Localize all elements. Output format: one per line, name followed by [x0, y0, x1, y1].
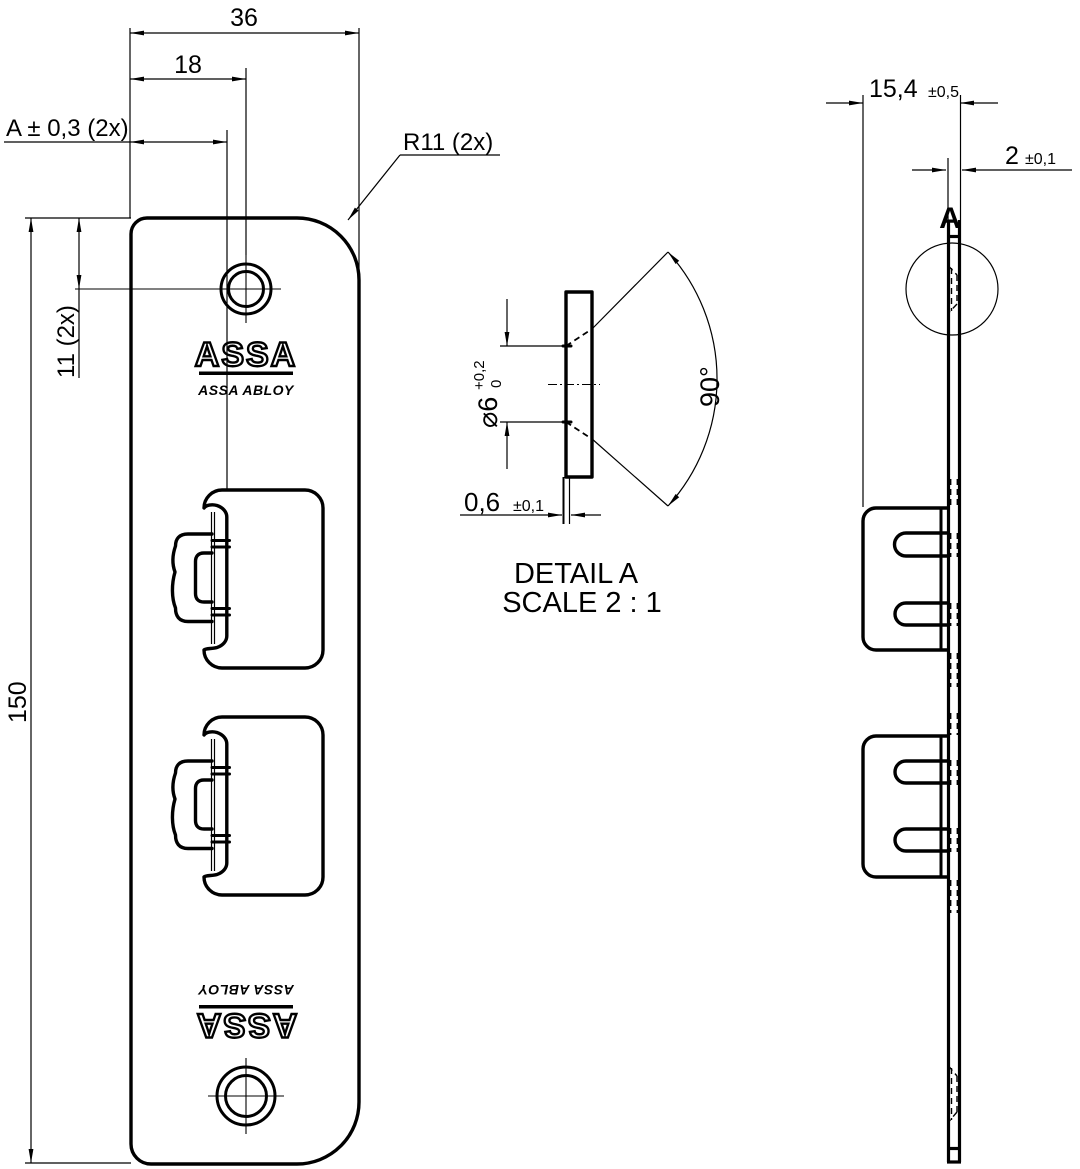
detail-scale: SCALE 2 : 1: [502, 587, 662, 619]
logo-underline-inverted: [199, 1005, 293, 1009]
dim-150-label: 150: [4, 681, 32, 723]
dimension-sheet-06: 0,6 ±0,1: [460, 487, 601, 518]
detail-callout: A: [905, 202, 999, 336]
detail-angle-90: 90°: [590, 251, 725, 507]
detail-marker-a: A: [939, 202, 961, 235]
screw-hole-bottom: [208, 1058, 284, 1134]
side-profile-strip: [946, 220, 962, 1164]
dimension-hole-edge-11: 11 (2x): [25, 217, 131, 378]
assa-logo-bottom: ASSA ASSA ABLOY: [194, 982, 299, 1045]
dim-11-label: 11 (2x): [53, 305, 80, 378]
angle-90-label: 90°: [695, 366, 725, 407]
logo-assa-text-inverted: ASSA: [195, 1006, 297, 1044]
dim-06-tol: ±0,1: [513, 498, 544, 515]
clip-box-2: [861, 734, 950, 879]
latch-opening-1: [170, 488, 325, 670]
dim-a-label: A ± 0,3 (2x): [6, 115, 129, 142]
dim-18-label: 18: [174, 51, 202, 79]
side-hidden-lines: [947, 265, 958, 1123]
front-view: ASSA ASSA ABLOY ASSA ASSA ABLOY: [4, 4, 500, 1166]
dimension-width-36: 36: [129, 4, 360, 268]
dimension-hole-offset-18: 18: [130, 51, 247, 255]
detail-title: DETAIL A: [514, 558, 639, 590]
latch-opening-2: [170, 715, 325, 897]
dia6-tol-lower: 0: [488, 380, 505, 388]
side-view: A 15,4 ±0,5 2: [826, 75, 1072, 1164]
clip-box-1: [861, 506, 950, 652]
dimension-thickness-2: 2 ±0,1: [912, 142, 1072, 220]
plate-outline: [129, 216, 361, 1166]
logo-underline: [199, 371, 293, 375]
detail-title-block: DETAIL A SCALE 2 : 1: [502, 558, 662, 619]
logo-assa-text: ASSA: [195, 336, 297, 374]
r11-label: R11 (2x): [403, 129, 493, 156]
dia6-label: ⌀6: [473, 397, 503, 428]
dim-2-tol: ±0,1: [1025, 151, 1056, 168]
logo-abloy-text-inverted: ASSA ABLOY: [197, 982, 295, 998]
detail-view: 90° ⌀6 +0,2 0 0,6 ±0,1 DETAIL A SCALE 2 …: [460, 251, 725, 619]
dimension-diameter-6: ⌀6 +0,2 0: [471, 299, 565, 469]
dimension-a: A ± 0,3 (2x): [4, 115, 228, 489]
dim-154-tol: ±0,5: [928, 84, 959, 101]
dimension-depth-154: 15,4 ±0,5: [826, 75, 998, 507]
dim-06-label: 0,6: [464, 487, 500, 517]
dim-36-label: 36: [230, 4, 258, 32]
dim-154-label: 15,4: [869, 75, 918, 103]
dim-2-label: 2: [1005, 142, 1019, 170]
radius-callout-r11: R11 (2x): [347, 129, 500, 221]
dimension-height-150: 150: [4, 218, 131, 1164]
assa-logo-top: ASSA ASSA ABLOY: [194, 335, 297, 398]
screw-hole-top: [75, 255, 281, 323]
logo-abloy-text: ASSA ABLOY: [197, 382, 295, 398]
dia6-tol-upper: +0,2: [471, 360, 488, 390]
